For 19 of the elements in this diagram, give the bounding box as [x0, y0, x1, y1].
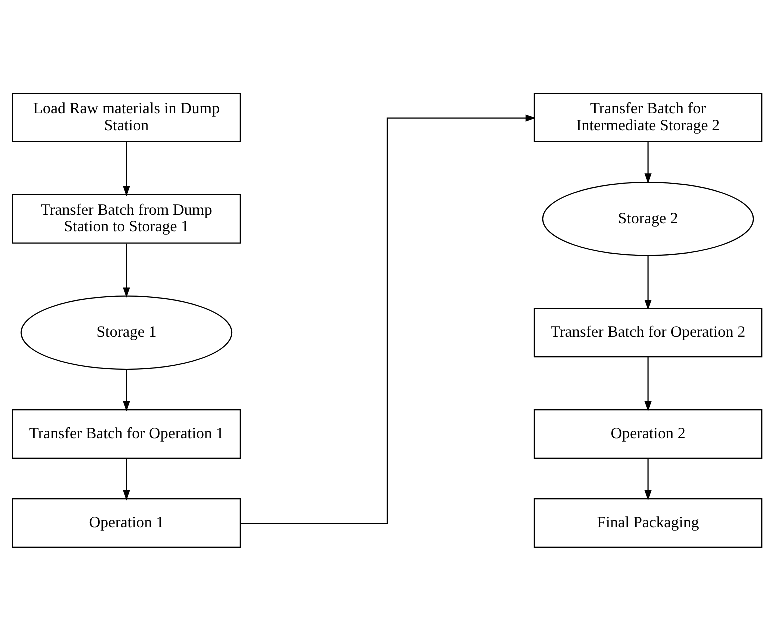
arrow — [644, 357, 652, 412]
arrow — [123, 244, 130, 298]
node-box: Transfer Batch for Operation 1 — [12, 410, 242, 460]
arrow — [644, 458, 652, 501]
node-box: Transfer Batch for Operation 2 — [534, 308, 763, 358]
arrow — [123, 142, 130, 196]
node-box: Transfer Batch for Intermediate Storage 2 — [534, 92, 763, 142]
node-box: Load Raw materials in Dump Station — [12, 92, 242, 142]
arrow — [644, 142, 652, 184]
arrow — [123, 458, 130, 501]
arrow — [123, 370, 130, 412]
arrow — [644, 256, 652, 310]
node-ellipse: Storage 1 — [20, 296, 233, 370]
node-box: Transfer Batch from Dump Station to Storage 1 — [12, 194, 242, 244]
node-box: Operation 2 — [534, 410, 763, 460]
node-box: Final Packaging — [534, 498, 763, 548]
arrow — [240, 114, 536, 524]
node-box: Operation 1 — [12, 498, 242, 548]
node-ellipse: Storage 2 — [542, 182, 754, 256]
